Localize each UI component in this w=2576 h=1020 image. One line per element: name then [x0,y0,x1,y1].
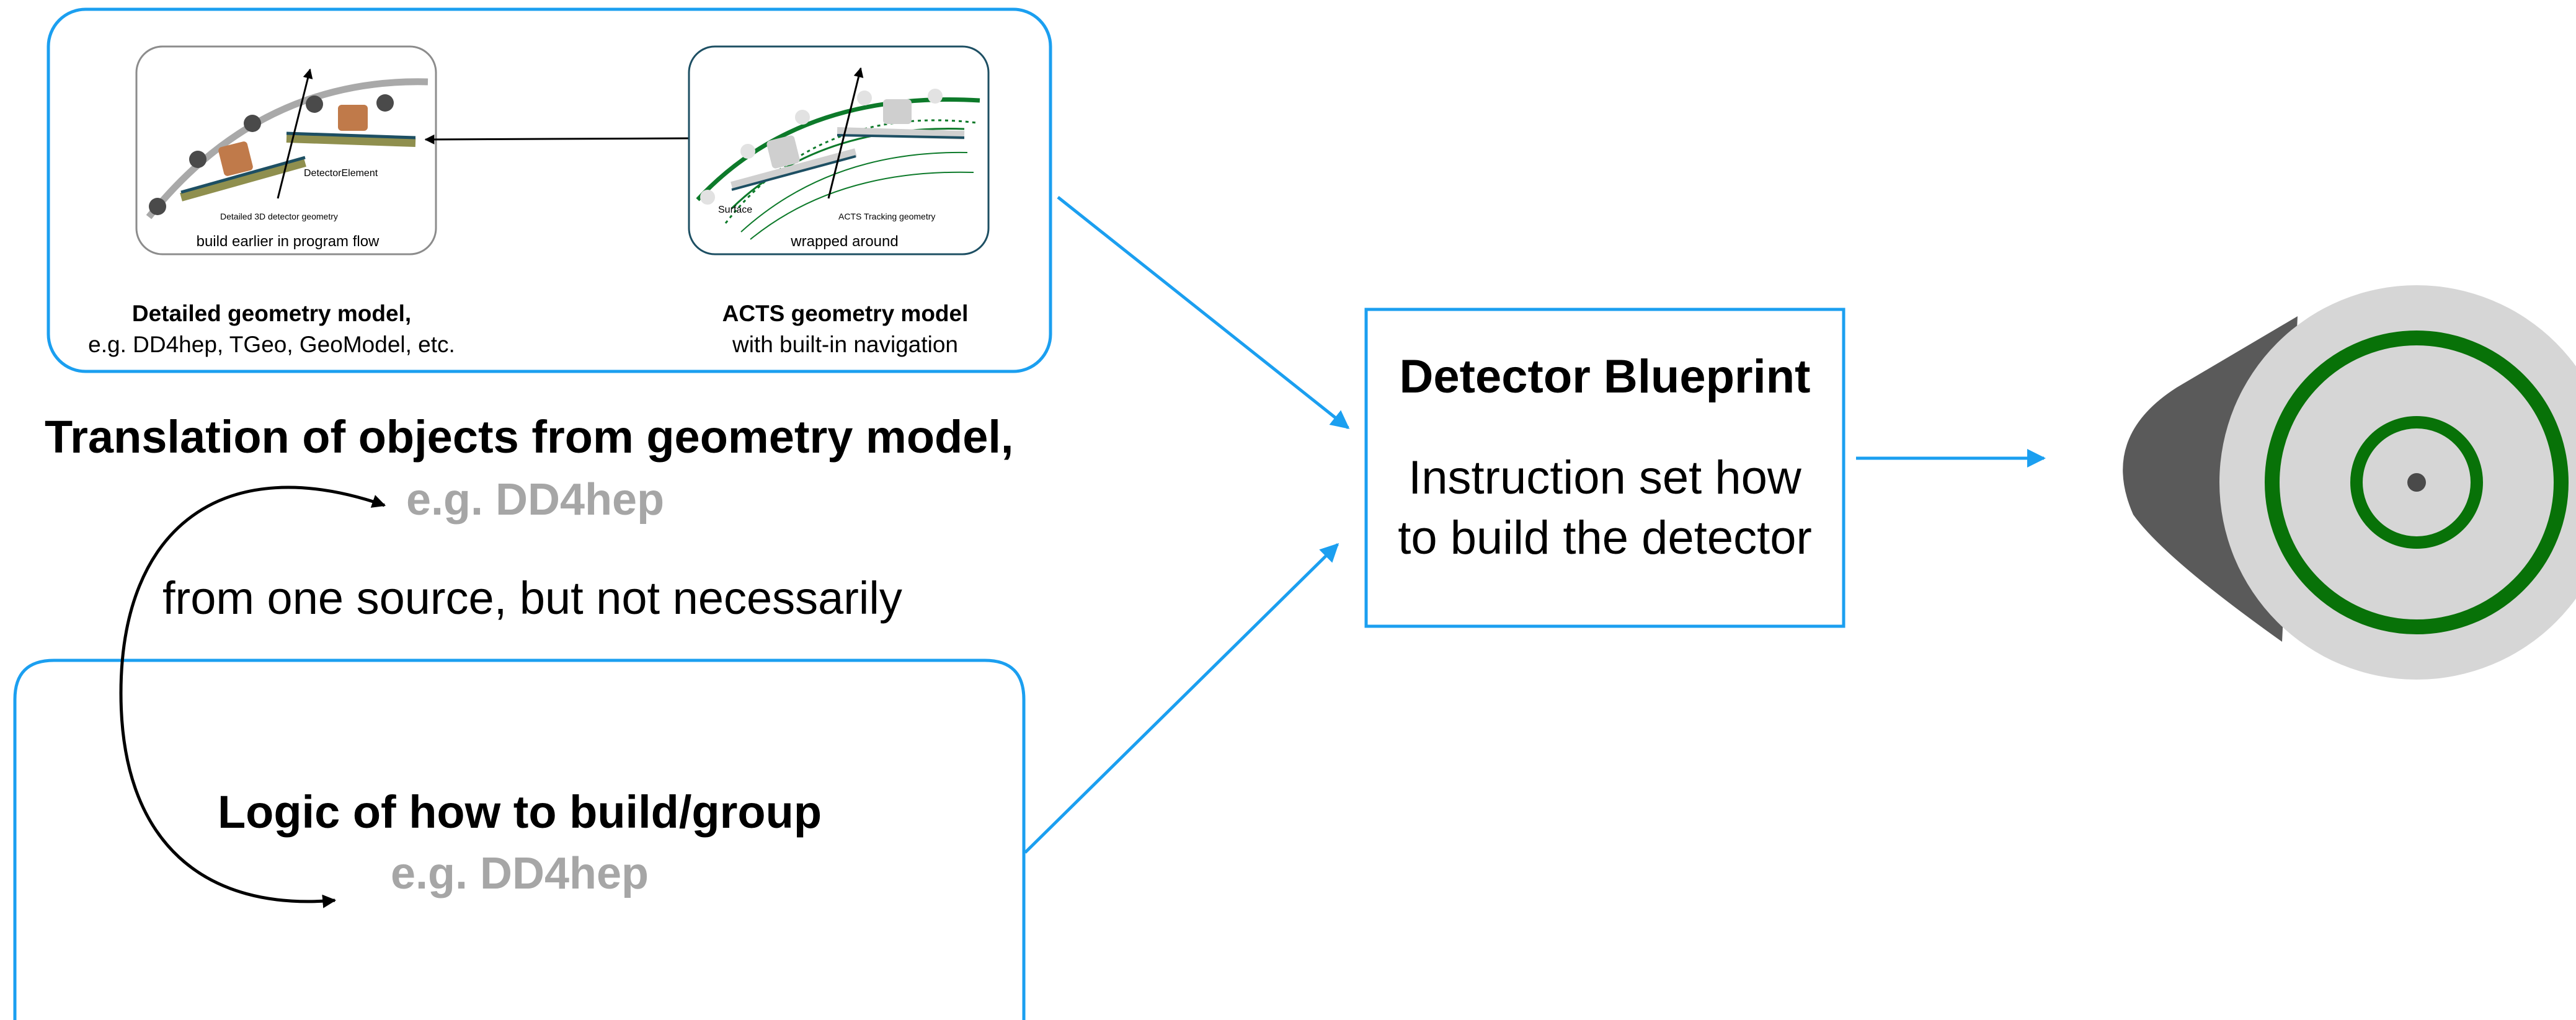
detector-blueprint-box: Detector Blueprint Instruction set how t… [1364,308,1845,628]
beam-pipe-dot [2407,473,2426,492]
acts-ghost-dot [857,91,872,105]
acts-ghost-block [766,135,800,169]
logic-panel: Logic of how to build/group e.g. DD4hep [13,659,1026,1020]
detector-arc [146,78,429,220]
blueprint-line-2: to build the detector [1398,512,1812,564]
detailed-geometry-thumbnail: DetectorElement Detailed 3D detector geo… [135,45,437,255]
module-block [218,141,253,176]
acts-ghost-block [883,99,912,124]
detailed-model-subtitle: e.g. DD4hep, TGeo, GeoModel, etc. [88,332,455,357]
sensor-plate [286,134,416,147]
geometry-to-blueprint-arrow [1057,196,1350,429]
acts-normal-vector-arrow [827,67,864,199]
blueprint-line-1: Instruction set how [1408,451,1802,504]
acts-thumbnail-caption: wrapped around [790,233,898,250]
inner-green-ring [2350,416,2483,549]
acts-geometry-thumbnail: Surface ACTS Tracking geometry wrapped a… [688,45,990,255]
geometry-model-panel-border [47,7,1052,373]
logic-to-blueprint-arrow [1024,543,1339,854]
sensor-line [180,156,306,194]
acts-surface-line [837,134,965,139]
acts-geometry-label: ACTS Tracking geometry [838,211,935,221]
acts-layer-arc [731,128,965,210]
logic-example: e.g. DD4hep [391,849,649,898]
module-block [338,105,368,131]
sensor-line [286,131,416,140]
detailed-model-title: Detailed geometry model, [132,301,411,326]
translation-logic-curved-arrow [119,486,386,908]
detector-cylinder [2123,285,2576,680]
acts-ghost-dot [700,190,715,205]
module-dot [189,151,207,168]
acts-layer-arc [740,151,968,233]
acts-ghost-plate [837,127,965,140]
translation-note: from one source, but not necessarily [162,572,902,624]
module-dot [306,95,323,113]
module-dot [149,198,166,215]
logic-heading: Logic of how to build/group [218,786,822,838]
acts-ghost-plate [731,148,857,190]
normal-vector-arrow [277,68,313,199]
module-dot [376,94,394,112]
acts-model-title: ACTS geometry model [722,301,969,326]
translation-example: e.g. DD4hep [406,475,664,525]
module-dot [244,115,261,132]
logic-panel-border [13,659,1026,1020]
acts-ghost-dot [795,110,810,125]
geometry-model-panel: DetectorElement Detailed 3D detector geo… [47,7,1052,373]
acts-ghost-dot [740,144,755,159]
outer-green-ring [2265,330,2569,634]
acts-surface-line [731,155,856,191]
detailed-thumbnail-caption: build earlier in program flow [197,233,380,250]
translation-heading: Translation of objects from geometry mod… [45,411,1014,463]
detector-element-label: DetectorElement [304,168,378,179]
acts-layer-arc [750,171,974,240]
blueprint-title: Detector Blueprint [1400,350,1811,403]
surface-label: Surface [718,205,752,215]
acts-ghost-dot [928,89,943,104]
detailed-geometry-label: Detailed 3D detector geometry [220,211,338,221]
detailed-thumbnail-frame [135,45,437,255]
acts-thumbnail-frame [688,45,990,255]
acts-model-subtitle: with built-in navigation [732,332,958,357]
blueprint-border [1364,308,1845,628]
